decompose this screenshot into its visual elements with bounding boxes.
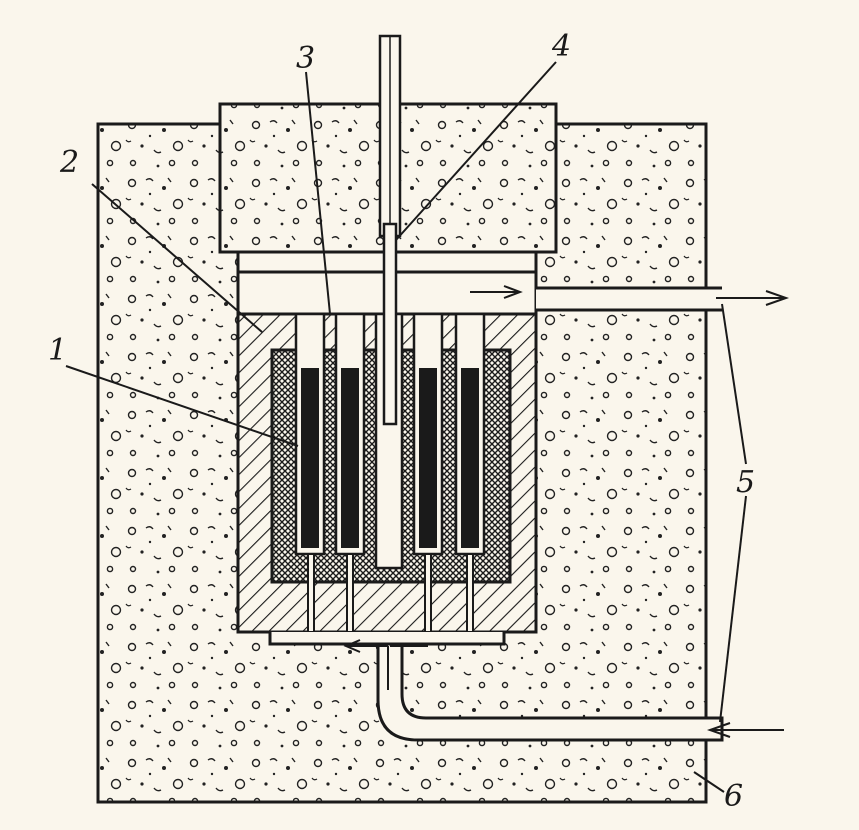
fuel-rod (301, 368, 319, 548)
label-5: 5 (736, 465, 755, 500)
label-2: 2 (59, 145, 79, 180)
label-3: 3 (296, 41, 315, 76)
fuel-rod (461, 368, 479, 548)
coolant-channels (307, 553, 474, 633)
label-1: 1 (48, 333, 67, 368)
coolant-inlet-pipe (268, 632, 784, 742)
coolant-outlet-pipe (470, 285, 790, 312)
fuel-rod (419, 368, 437, 548)
label-6: 6 (724, 779, 743, 814)
fuel-rod (341, 368, 359, 548)
label-4: 4 (551, 29, 571, 64)
leader-lines (65, 61, 747, 793)
control-rod (378, 34, 402, 426)
